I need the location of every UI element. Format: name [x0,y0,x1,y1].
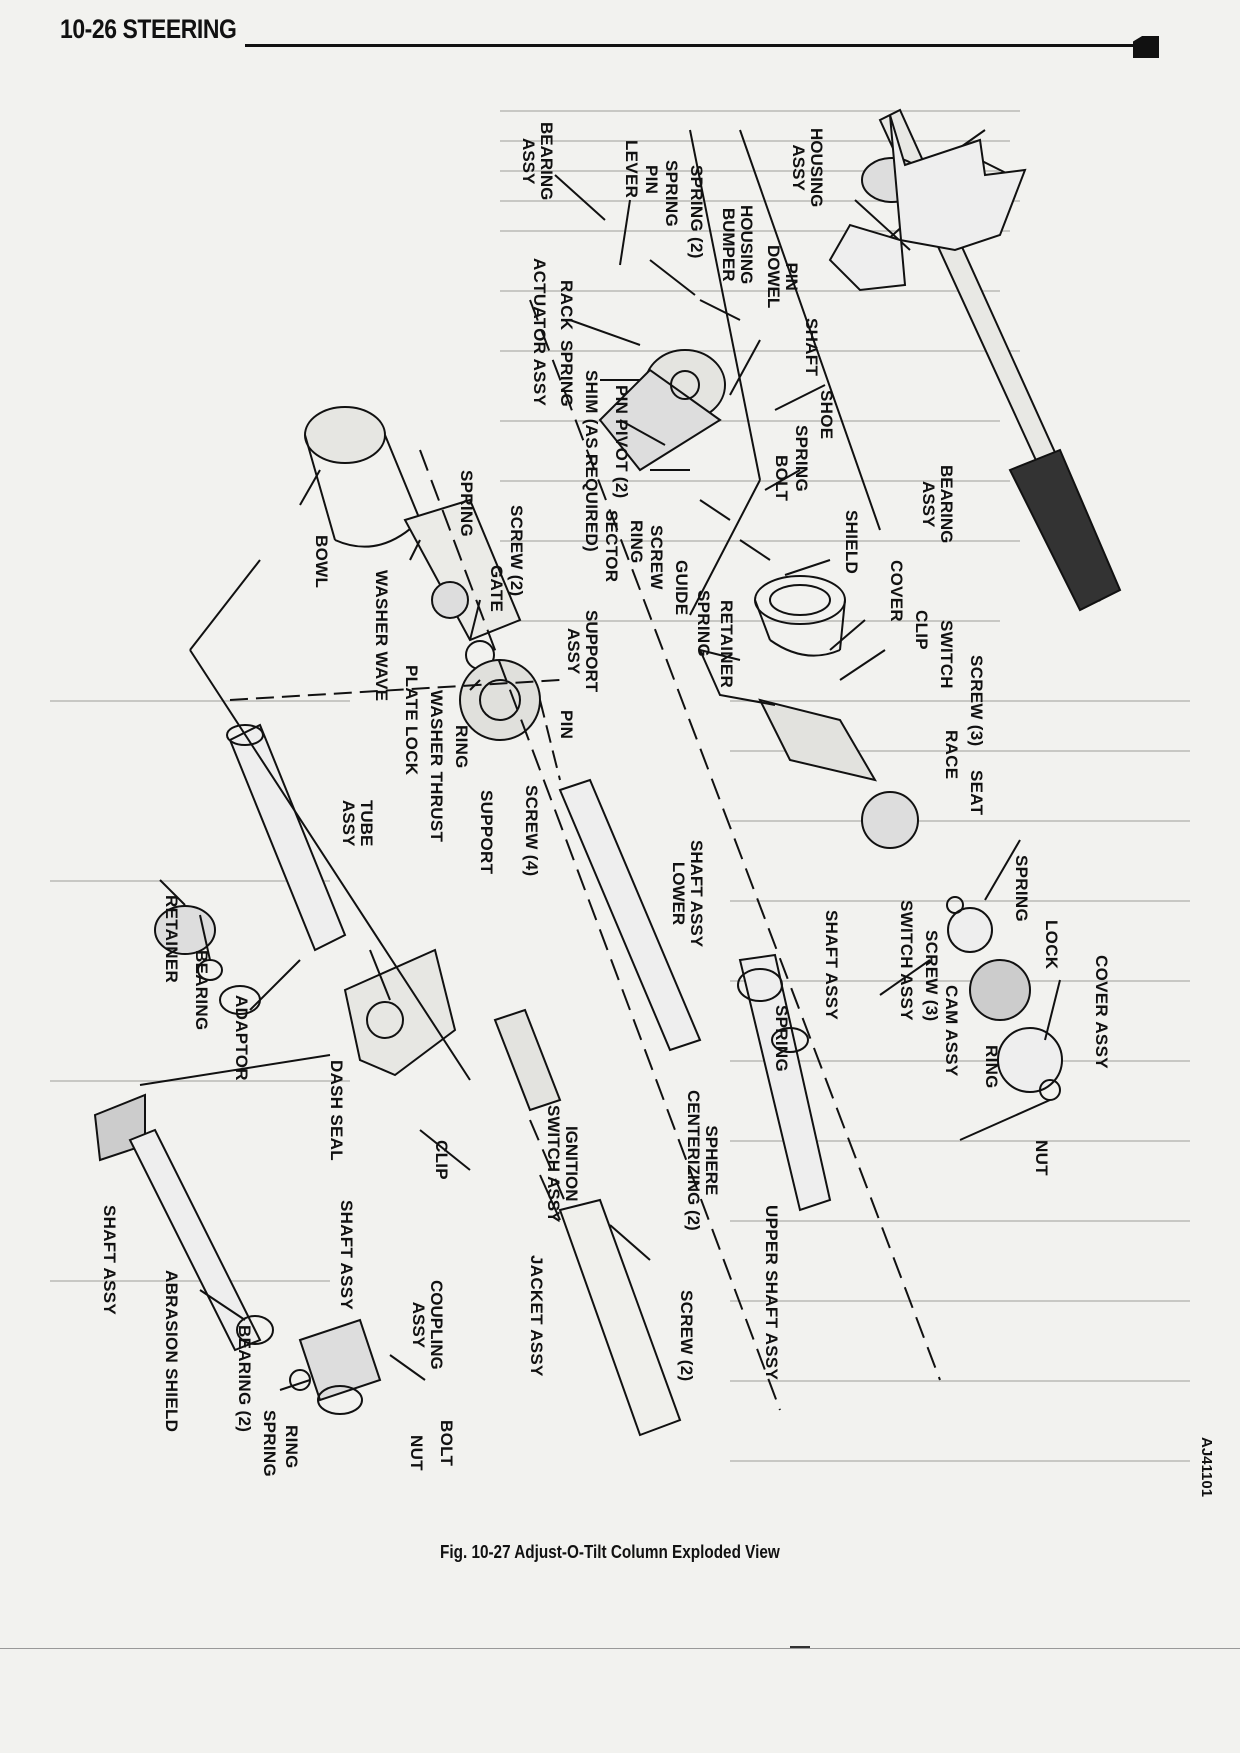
label-seat: SEAT [967,770,986,816]
label-housing-assy: HOUSING ASSY [789,128,826,208]
label-actuator-assy: ACTUATOR ASSY [530,258,549,407]
label-bearing-assy-top: BEARING ASSY [519,122,556,201]
label-switch-assy: SWITCH ASSY [897,900,916,1021]
label-spring-bottom: SPRING [260,1410,279,1477]
dash-seal [343,948,457,1077]
label-gate: GATE [487,565,506,613]
label-screw-mid: SCREW [647,525,666,590]
label-guide: GUIDE [672,560,691,616]
label-clip-low: CLIP [432,1140,451,1180]
label-retainer-top: RETAINER [717,600,736,689]
label-retainer-low: RETAINER [162,895,181,984]
label-spring-rack: SPRING [557,340,576,407]
label-screw-3-top: SCREW (3) [967,655,986,747]
label-screw-2-low: SCREW (2) [677,1290,696,1382]
lower-shaft-tube [226,723,702,1052]
label-upper-shaft-assy: UPPER SHAFT ASSY [762,1205,781,1381]
leader-lines [159,174,1061,1391]
label-ignition-switch: IGNITION SWITCH ASSY [544,1105,581,1223]
label-ring-bottom: RING [282,1425,301,1469]
label-shaft: SHAFT [802,318,821,377]
page-header: 10-26 STEERING [60,14,1160,58]
label-bolt-bottom: BOLT [437,1420,456,1467]
label-shield: SHIELD [842,510,861,575]
label-spring-guide: SPRING [694,590,713,657]
label-bearing-low: BEARING [192,950,211,1031]
label-sector: SECTOR [602,510,621,583]
label-shoe: SHOE [817,390,836,440]
label-jacket-assy: JACKET ASSY [527,1255,546,1377]
label-rack: RACK [557,280,576,331]
label-pin-dowel: PIN DOWEL [764,245,801,309]
jacket-outline [419,299,941,1411]
label-support-assy: SUPPORT ASSY [564,610,601,693]
label-nut-bottom: NUT [407,1435,426,1471]
label-shim: SHIM (AS REQUIRED) [582,370,601,553]
ignition-switch-part [493,1008,562,1112]
label-screw-4: SCREW (4) [522,785,541,877]
label-bowl: BOWL [312,535,331,589]
page-bottom-rule [0,1648,1240,1649]
header-rule [245,44,1135,47]
label-switch: SWITCH [937,620,956,689]
label-shaft-assy-left: SHAFT ASSY [100,1205,119,1316]
page-title: 10-26 STEERING [60,14,237,44]
section-tab-mark [1133,36,1159,58]
label-nut-right: NUT [1032,1140,1051,1176]
label-bearing-2: BEARING (2) [235,1325,254,1433]
label-adaptor: ADAPTOR [232,995,251,1081]
label-tube-assy: TUBE ASSY [339,800,376,847]
label-shaft-assy-lower: SHAFT ASSY LOWER [669,840,706,948]
label-cover: COVER [887,560,906,622]
label-washer-wave: WASHER WAVE [372,570,391,702]
shield-part [304,406,421,548]
upper-shaft-assy [737,953,832,1212]
lower-shaft-coupling [93,1093,382,1415]
label-lever: LEVER [622,140,641,199]
label-spring-shoe: SPRING [792,425,811,492]
lock-cam-parts [861,791,1063,1101]
figure-caption: Fig. 10-27 Adjust-O-Tilt Column Exploded… [440,1542,780,1562]
label-dash-seal: DASH SEAL [327,1060,346,1161]
label-coupling-assy: COUPLING ASSY [409,1280,446,1370]
label-bolt: BOLT [772,455,791,502]
label-pin-pivot: PIN PIVOT (2) [612,385,631,499]
label-ring-mid: RING [627,520,646,564]
label-support: SUPPORT [477,790,496,875]
label-ring-right: RING [982,1045,1001,1089]
label-race: RACE [942,730,961,780]
show-through-background [30,100,1210,1660]
label-spring-top: SPRING [662,160,681,227]
label-clip-top: CLIP [912,610,931,650]
label-washer-thrust: WASHER THRUST [427,690,446,843]
label-cover-assy: COVER ASSY [1092,955,1111,1069]
label-bearing-assy-right: BEARING ASSY [919,465,956,544]
label-pin: PIN [642,165,661,195]
label-pin-support: PIN [557,710,576,740]
label-ring-washer: RING [452,725,471,769]
label-spring-shaft: SPRING [772,1005,791,1072]
label-sphere-centerizing: SPHERE CENTERIZING (2) [684,1090,721,1231]
switch-part [758,698,878,782]
label-spring-bowl: SPRING [457,470,476,537]
housing-assembly [598,349,726,472]
label-spring-2: SPRING (2) [687,165,706,259]
label-abrasion-shield: ABRASION SHIELD [162,1270,181,1433]
label-cam-assy: CAM ASSY [942,985,961,1077]
label-lock: LOCK [1042,920,1061,970]
label-shaft-assy-mid: SHAFT ASSY [822,910,841,1021]
label-spring-right: SPRING [1012,855,1031,922]
mounting-bracket [828,114,1027,292]
label-screw-3-low: SCREW (3) [922,930,941,1022]
page-bottom-mark [790,1646,810,1648]
label-plate-lock: PLATE LOCK [402,665,421,776]
label-screw-2: SCREW (2) [507,505,526,597]
figure-id: AJ41101 [1198,1437,1215,1498]
label-shaft-assy-bottom: SHAFT ASSY [337,1200,356,1311]
label-housing-bumper: HOUSING BUMPER [719,205,756,285]
